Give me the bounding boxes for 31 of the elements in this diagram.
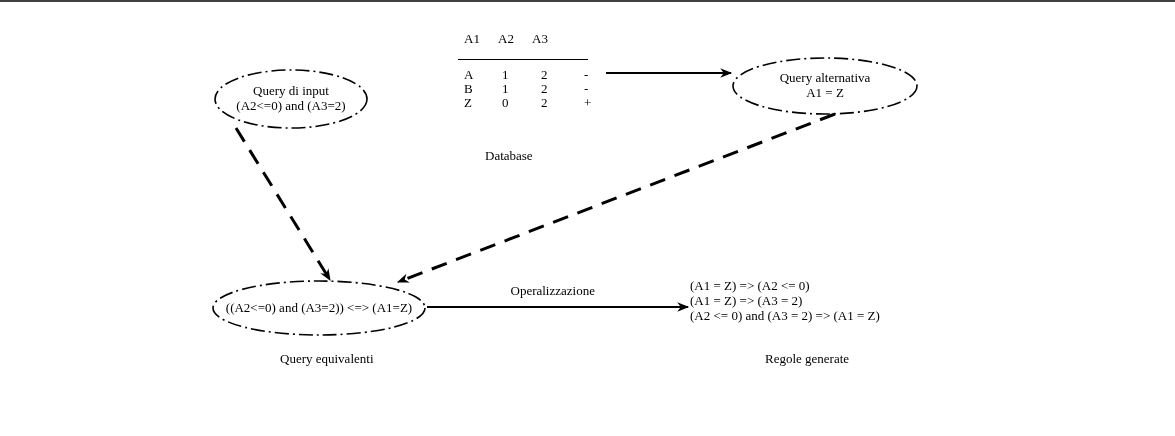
column-header: A1 xyxy=(464,32,480,45)
ellipse-text: ((A2<=0) and (A3=2)) <=> (A1=Z) xyxy=(225,300,413,316)
edge-label: Operalizzazione xyxy=(510,283,595,299)
node-label: Database xyxy=(485,148,533,164)
table-cell: B xyxy=(464,82,473,95)
table-cell: 1 xyxy=(502,82,509,95)
table-cell: 1 xyxy=(502,68,509,81)
table-cell: 0 xyxy=(502,96,509,109)
arrow xyxy=(605,68,733,78)
column-header: A2 xyxy=(498,32,514,45)
table-cell: + xyxy=(584,96,592,109)
ellipse-text: A1 = Z xyxy=(806,86,844,101)
table-cell: 2 xyxy=(541,96,548,109)
rule-text: (A1 = Z) => (A2 <= 0) xyxy=(690,279,811,294)
table-cell: 2 xyxy=(541,82,548,95)
node-label: Query equivalenti xyxy=(280,351,374,367)
rule-text: (A2 <= 0) and (A3 = 2) => (A1 = Z) xyxy=(690,308,881,324)
node-label: Regole generate xyxy=(765,351,850,367)
arrow xyxy=(426,302,690,312)
table-cell: 2 xyxy=(541,68,548,81)
dashed-arrow xyxy=(396,112,836,284)
table-cell: Z xyxy=(464,96,472,109)
column-header: A3 xyxy=(532,32,548,45)
ellipse-text: (A2<=0) and (A3=2) xyxy=(236,99,346,114)
ellipse-text: Query alternativa xyxy=(779,71,871,86)
table-cell: - xyxy=(584,68,589,81)
dashed-arrow xyxy=(234,127,332,281)
table-cell: - xyxy=(584,82,589,95)
ellipse-text: Query di input xyxy=(253,84,329,99)
rule-text: (A1 = Z) => (A3 = 2) xyxy=(690,293,803,309)
table-cell: A xyxy=(464,68,474,81)
